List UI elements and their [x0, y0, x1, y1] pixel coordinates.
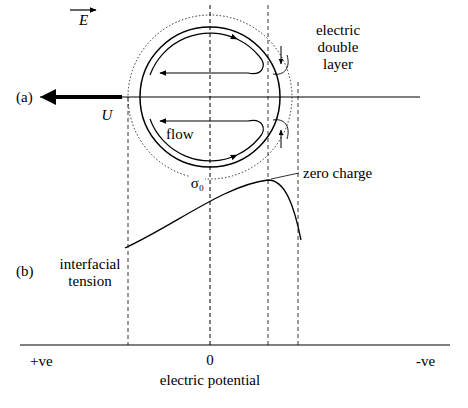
region-name: electric double layer [301, 22, 375, 73]
axis-title: electric potential [160, 372, 260, 389]
panel-tag: (b) [16, 263, 34, 280]
axis-end-label: +ve [30, 353, 53, 370]
flow-name: flow [166, 126, 194, 143]
axis-tick-label: 0 [206, 352, 214, 369]
axis-end-label: -ve [416, 353, 435, 370]
guide-line [298, 82, 299, 345]
panel-tag: (a) [16, 89, 33, 106]
flow-lower [150, 119, 288, 161]
field-arrow [70, 9, 96, 10]
axis-line [40, 97, 420, 98]
velocity-symbol: U [102, 107, 113, 124]
leader-line [271, 173, 299, 179]
flow-upper [150, 33, 288, 75]
tension-curve [125, 180, 301, 248]
field-symbol: E [79, 12, 88, 29]
velocity-arrow [52, 95, 122, 99]
potential-axis [20, 344, 450, 345]
curve-note: zero charge [302, 165, 373, 182]
guide-line [128, 97, 129, 345]
center-line [210, 5, 211, 345]
tension-symbol: σ₀ [190, 175, 205, 192]
velocity-arrowhead [40, 89, 56, 105]
axis-title: interfacial tension [52, 256, 128, 290]
